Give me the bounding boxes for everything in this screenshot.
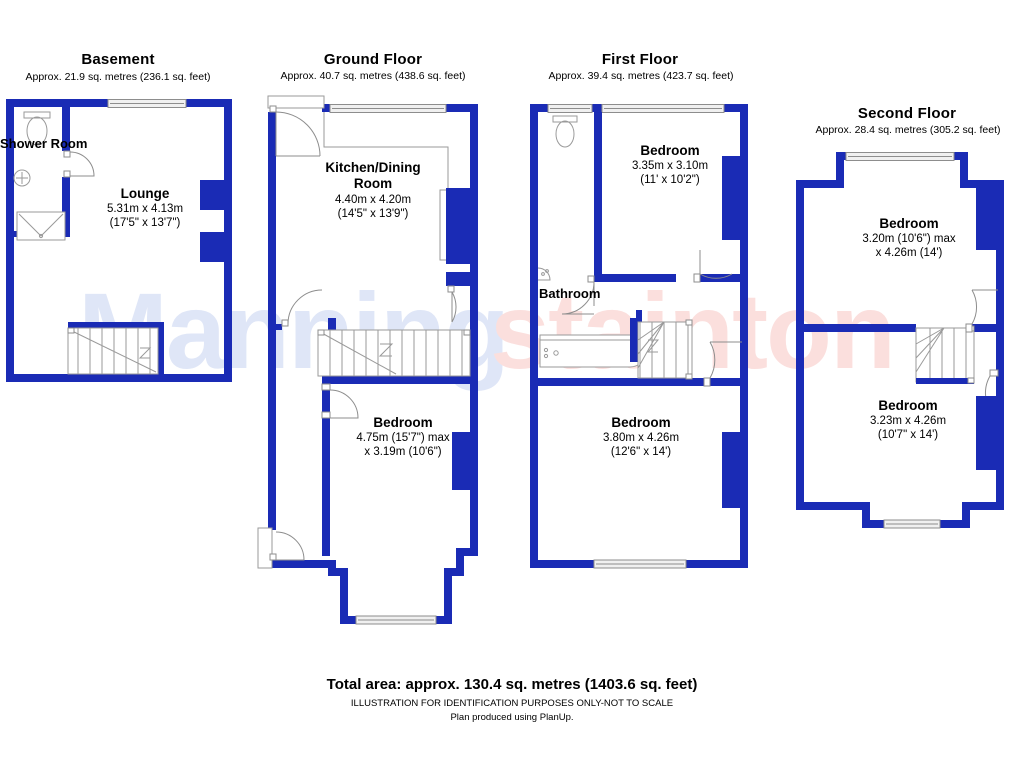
ground-floor-area: Approx. 40.7 sq. metres (438.6 sq. feet): [280, 70, 466, 82]
room-dim-metric-bedroom-first-front: 3.35m x 3.10m: [631, 160, 709, 173]
room-name-lounge: Lounge: [120, 186, 170, 201]
room-label-bedroom-second-front: Bedroom 3.20m (10'6") max x 4.26m (14'): [838, 216, 980, 261]
room-dim-metric-bedroom-ground: 4.75m (15'7") max: [356, 432, 450, 445]
room-dim-metric-bedroom-second-front: 3.20m (10'6") max: [862, 233, 956, 246]
room-name-bedroom-second-rear: Bedroom: [878, 398, 938, 413]
disclaimer-text: ILLUSTRATION FOR IDENTIFICATION PURPOSES…: [350, 698, 674, 709]
total-area-text: Total area: approx. 130.4 sq. metres (14…: [326, 676, 698, 693]
room-dim-imperial-kitchen: (14'5" x 13'9"): [337, 207, 409, 220]
ground-floor-plan: [257, 95, 478, 625]
room-name-bedroom-first-front: Bedroom: [640, 143, 700, 158]
room-label-bedroom-first-front: Bedroom 3.35m x 3.10m (11' x 10'2"): [605, 143, 735, 188]
room-name-bathroom: Bathroom: [539, 286, 601, 301]
first-floor-area: Approx. 39.4 sq. metres (423.7 sq. feet): [548, 70, 734, 82]
basement-title: Basement: [81, 51, 155, 68]
room-dim-metric-bedroom-first-rear: 3.80m x 4.26m: [602, 432, 680, 445]
room-name-kitchen-dining-room: Kitchen/Dining Room: [325, 160, 421, 192]
plan-producer-text: Plan produced using PlanUp.: [450, 712, 574, 723]
room-label-bedroom-ground: Bedroom 4.75m (15'7") max x 3.19m (10'6"…: [330, 415, 476, 460]
room-name-bedroom-second-front: Bedroom: [879, 216, 939, 231]
room-label-bathroom: Bathroom: [539, 286, 631, 302]
room-dim-imperial-bedroom-second-front: x 4.26m (14'): [875, 247, 943, 260]
room-dim-imperial-bedroom-ground: x 3.19m (10'6"): [364, 446, 442, 459]
room-dim-imperial-bedroom-first-front: (11' x 10'2"): [640, 174, 700, 187]
room-name-bedroom-first-rear: Bedroom: [611, 415, 671, 430]
basement-plan: [6, 99, 232, 382]
room-label-bedroom-second-rear: Bedroom 3.23m x 4.26m (10'7" x 14'): [842, 398, 974, 443]
room-dim-metric-bedroom-second-rear: 3.23m x 4.26m: [869, 415, 947, 428]
first-floor-plan: [530, 104, 748, 569]
basement-area: Approx. 21.9 sq. metres (236.1 sq. feet): [25, 71, 211, 83]
second-floor-title: Second Floor: [857, 105, 957, 122]
room-label-shower-room: Shower Room: [0, 136, 88, 152]
ground-floor-title: Ground Floor: [323, 51, 423, 68]
room-dim-imperial-lounge: (17'5" x 13'7"): [109, 217, 181, 230]
room-name-shower-room: Shower Room: [0, 136, 88, 151]
second-floor-area: Approx. 28.4 sq. metres (305.2 sq. feet): [815, 124, 1001, 136]
room-label-bedroom-first-rear: Bedroom 3.80m x 4.26m (12'6" x 14'): [574, 415, 708, 460]
room-dim-imperial-bedroom-second-rear: (10'7" x 14'): [877, 429, 939, 442]
room-name-bedroom-ground: Bedroom: [373, 415, 433, 430]
room-dim-metric-lounge: 5.31m x 4.13m: [106, 203, 184, 216]
second-floor-plan: [796, 152, 1004, 529]
room-dim-imperial-bedroom-first-rear: (12'6" x 14'): [610, 446, 672, 459]
first-floor-title: First Floor: [601, 51, 679, 68]
room-dim-metric-kitchen: 4.40m x 4.20m: [334, 193, 412, 206]
room-label-kitchen-dining-room: Kitchen/Dining Room 4.40m x 4.20m (14'5"…: [308, 160, 438, 221]
room-label-lounge: Lounge 5.31m x 4.13m (17'5" x 13'7"): [78, 186, 212, 231]
